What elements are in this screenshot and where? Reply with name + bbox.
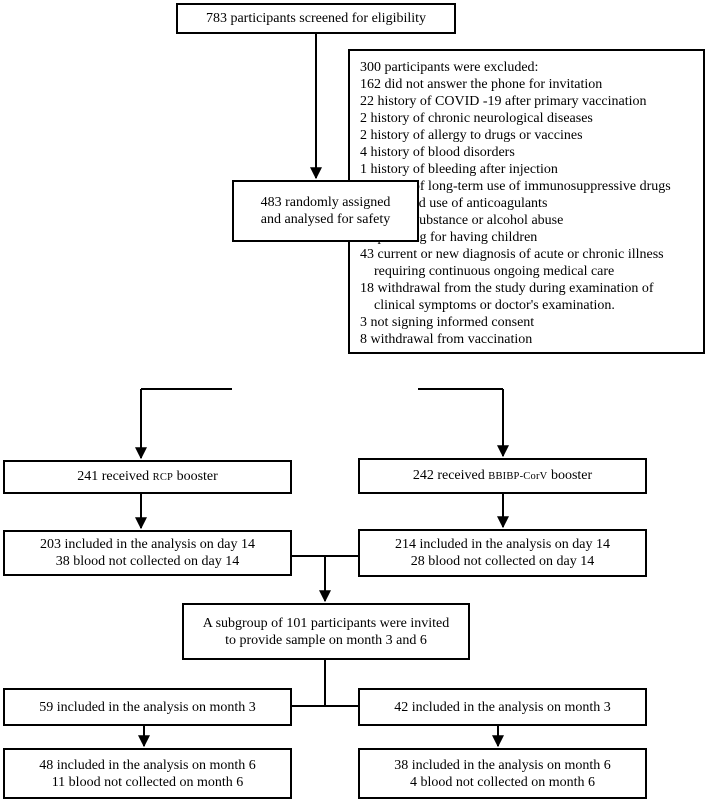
bbibp-day14-included: 214 included in the analysis on day 14 <box>394 537 611 552</box>
subgroup-line2: to provide sample on month 3 and 6 <box>225 632 427 648</box>
screening-text: 783 participants screened for eligibilit… <box>205 11 427 26</box>
bbibp-vaccine-name: BBIBP-CorV <box>488 471 548 482</box>
exclusion-item: 43 current or new diagnosis of acute or … <box>360 247 664 262</box>
bbibp-day14-box: 214 included in the analysis on day 14 2… <box>358 529 647 577</box>
exclusion-item: 162 did not answer the phone for invitat… <box>360 77 603 92</box>
bbibp-arm-label: 242 received BBIBP-CorV booster <box>412 468 593 483</box>
exclusion-heading: 300 participants were excluded: <box>360 60 539 75</box>
rcp-month6-included: 48 included in the analysis on month 6 <box>39 757 256 773</box>
bbibp-month6-included: 38 included in the analysis on month 6 <box>394 757 611 773</box>
rcp-day14-box: 203 included in the analysis on day 14 3… <box>3 530 292 576</box>
exclusion-item: 3 not signing informed consent <box>360 315 535 330</box>
bbibp-arm-box: 242 received BBIBP-CorV booster <box>358 458 647 494</box>
rcp-month3-box: 59 included in the analysis on month 3 <box>3 688 292 726</box>
rcp-vaccine-name: RCP <box>152 472 174 483</box>
rcp-month6-box: 48 included in the analysis on month 6 1… <box>3 748 292 799</box>
exclusion-item: 2 history of chronic neurological diseas… <box>360 111 593 126</box>
exclusion-item: 6 history of long-term use of immunosupp… <box>360 179 671 194</box>
bbibp-month3-box: 42 included in the analysis on month 3 <box>358 688 647 726</box>
rcp-month6-not-collected: 11 blood not collected on month 6 <box>51 774 244 790</box>
exclusion-item: 1 history of bleeding after injection <box>360 162 558 177</box>
randomized-line2: and analysed for safety <box>260 212 391 227</box>
subgroup-line1: A subgroup of 101 participants were invi… <box>202 615 450 631</box>
rcp-arm-label: 241 received RCP booster <box>77 469 218 484</box>
bbibp-day14-not-collected: 28 blood not collected on day 14 <box>410 554 595 569</box>
rcp-arm-box: 241 received RCP booster <box>3 460 292 494</box>
bbibp-month6-box: 38 included in the analysis on month 6 4… <box>358 748 647 799</box>
bbibp-month6-not-collected: 4 blood not collected on month 6 <box>409 774 596 790</box>
exclusion-item: 18 withdrawal from the study during exam… <box>360 281 654 296</box>
exclusion-item-continuation: requiring continuous ongoing medical car… <box>374 264 615 279</box>
randomized-box: 483 randomly assigned and analysed for s… <box>232 180 419 242</box>
subgroup-box: A subgroup of 101 participants were invi… <box>182 603 470 660</box>
rcp-month3-included: 59 included in the analysis on month 3 <box>39 699 256 715</box>
rcp-day14-not-collected: 38 blood not collected on day 14 <box>55 554 240 569</box>
exclusion-item: 2 history of allergy to drugs or vaccine… <box>360 128 583 143</box>
exclusion-item: 8 withdrawal from vaccination <box>360 332 533 347</box>
screening-box: 783 participants screened for eligibilit… <box>176 3 456 34</box>
randomized-line1: 483 randomly assigned <box>260 195 391 210</box>
bbibp-month3-included: 42 included in the analysis on month 3 <box>394 699 611 715</box>
exclusion-item-continuation: clinical symptoms or doctor's examinatio… <box>374 298 615 313</box>
exclusion-item: 22 history of COVID -19 after primary va… <box>360 94 647 109</box>
rcp-day14-included: 203 included in the analysis on day 14 <box>39 537 256 552</box>
exclusion-item: 4 history of blood disorders <box>360 145 515 160</box>
